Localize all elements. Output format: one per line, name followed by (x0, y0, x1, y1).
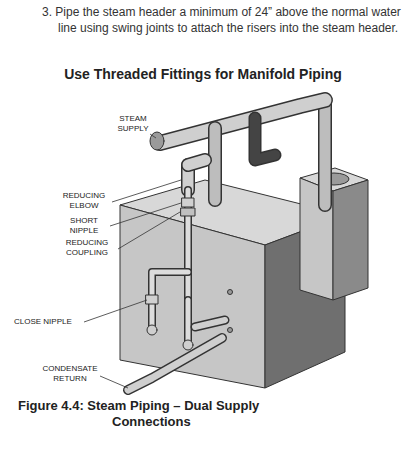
callout-label: SHORT NIPPLE (58, 216, 110, 236)
figure-heading: Use Threaded Fittings for Manifold Pipin… (20, 66, 386, 82)
leader-line (118, 212, 180, 249)
flue-collector (300, 168, 368, 300)
steam-piping (128, 100, 325, 390)
leader-line (100, 376, 128, 388)
callout-label: REDUCING COUPLING (56, 238, 118, 258)
callout-label: STEAM SUPPLY (112, 114, 154, 134)
instruction-text: 3. Pipe the steam header a minimum of 24… (42, 4, 403, 36)
leader-lines (84, 134, 181, 388)
callout-label: CLOSE NIPPLE (14, 317, 84, 327)
leader-line (112, 180, 181, 202)
figure-caption: Figure 4.4: Steam Piping – Dual Supply C… (18, 398, 302, 430)
callout-label: REDUCING ELBOW (56, 191, 112, 211)
callout-label: CONDENSATE RETURN (40, 364, 100, 384)
leader-line (84, 300, 147, 322)
leader-line (110, 203, 181, 226)
leader-line (150, 134, 156, 138)
